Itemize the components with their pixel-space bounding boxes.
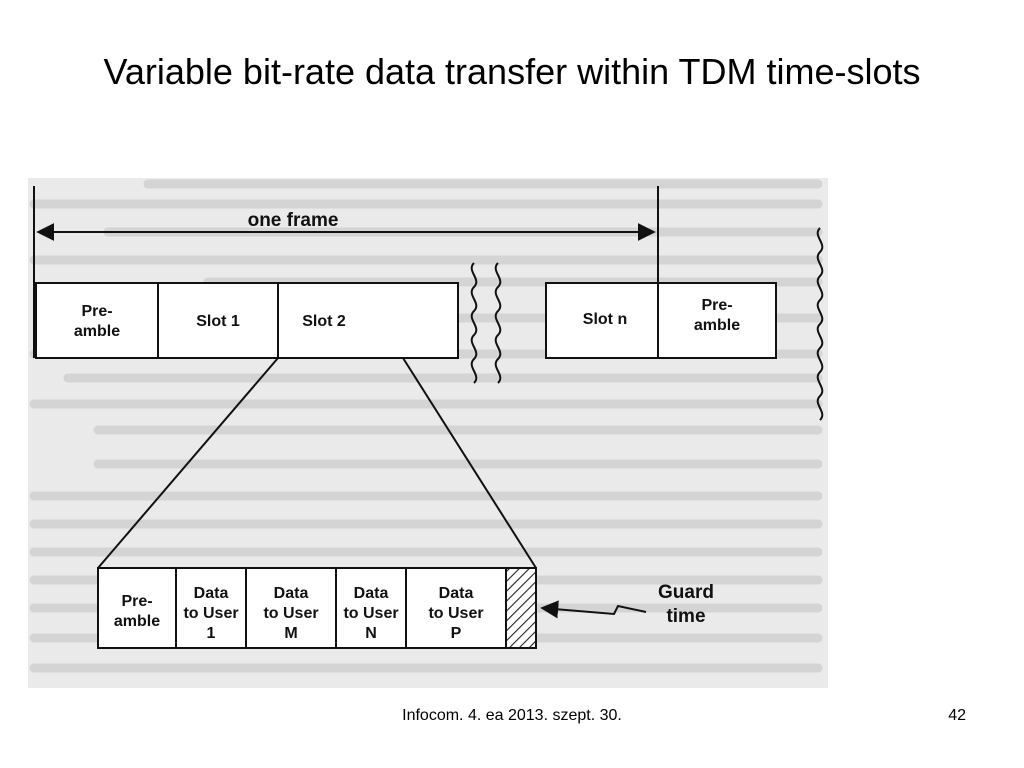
data-user-1-line2: to User [183, 605, 238, 622]
data-user-m-line1: Data [274, 585, 309, 602]
bottom-preamble-line2: amble [114, 613, 160, 630]
data-user-p-line1: Data [439, 585, 474, 602]
data-user-n-line3: N [365, 625, 377, 642]
tdm-frame-diagram: one frame Pre- amble Slot 1 Slot 2 Slot … [28, 178, 828, 688]
slot-2-label: Slot 2 [302, 313, 346, 330]
bottom-row-labels: Pre- amble Data to User 1 Data to User M… [114, 582, 714, 642]
page-number: 42 [948, 707, 966, 724]
data-user-n-line1: Data [354, 585, 389, 602]
slot-n-label: Slot n [583, 311, 627, 328]
data-user-1-line1: Data [194, 585, 229, 602]
guard-time-line1: Guard [658, 582, 714, 603]
expansion-line-right [402, 357, 537, 569]
guard-time-line2: time [666, 606, 705, 627]
top-preamble-line1: Pre- [81, 303, 112, 320]
next-preamble-line1: Pre- [701, 297, 732, 314]
bottom-preamble-line1: Pre- [121, 593, 152, 610]
data-user-p-line3: P [451, 625, 462, 642]
data-user-n-line2: to User [343, 605, 398, 622]
break-wave-1 [470, 262, 478, 384]
break-wave-3 [816, 227, 824, 421]
data-user-m-line3: M [284, 625, 297, 642]
next-preamble-line2: amble [694, 317, 740, 334]
data-user-1-line3: 1 [207, 625, 216, 642]
data-user-p-line2: to User [428, 605, 483, 622]
top-row-labels: one frame Pre- amble Slot 1 Slot 2 Slot … [74, 210, 740, 340]
top-preamble-line2: amble [74, 323, 120, 340]
slide-title: Variable bit-rate data transfer within T… [103, 51, 921, 92]
frame-label: one frame [248, 210, 339, 231]
footer-text: Infocom. 4. ea 2013. szept. 30. [402, 707, 622, 724]
frame-slots-row [35, 282, 777, 359]
guard-time-block [505, 567, 537, 649]
data-user-m-line2: to User [263, 605, 318, 622]
break-wave-2 [494, 262, 502, 384]
slot-1-label: Slot 1 [196, 313, 240, 330]
expansion-line-left [97, 357, 279, 569]
guard-time-arrow [540, 600, 647, 619]
